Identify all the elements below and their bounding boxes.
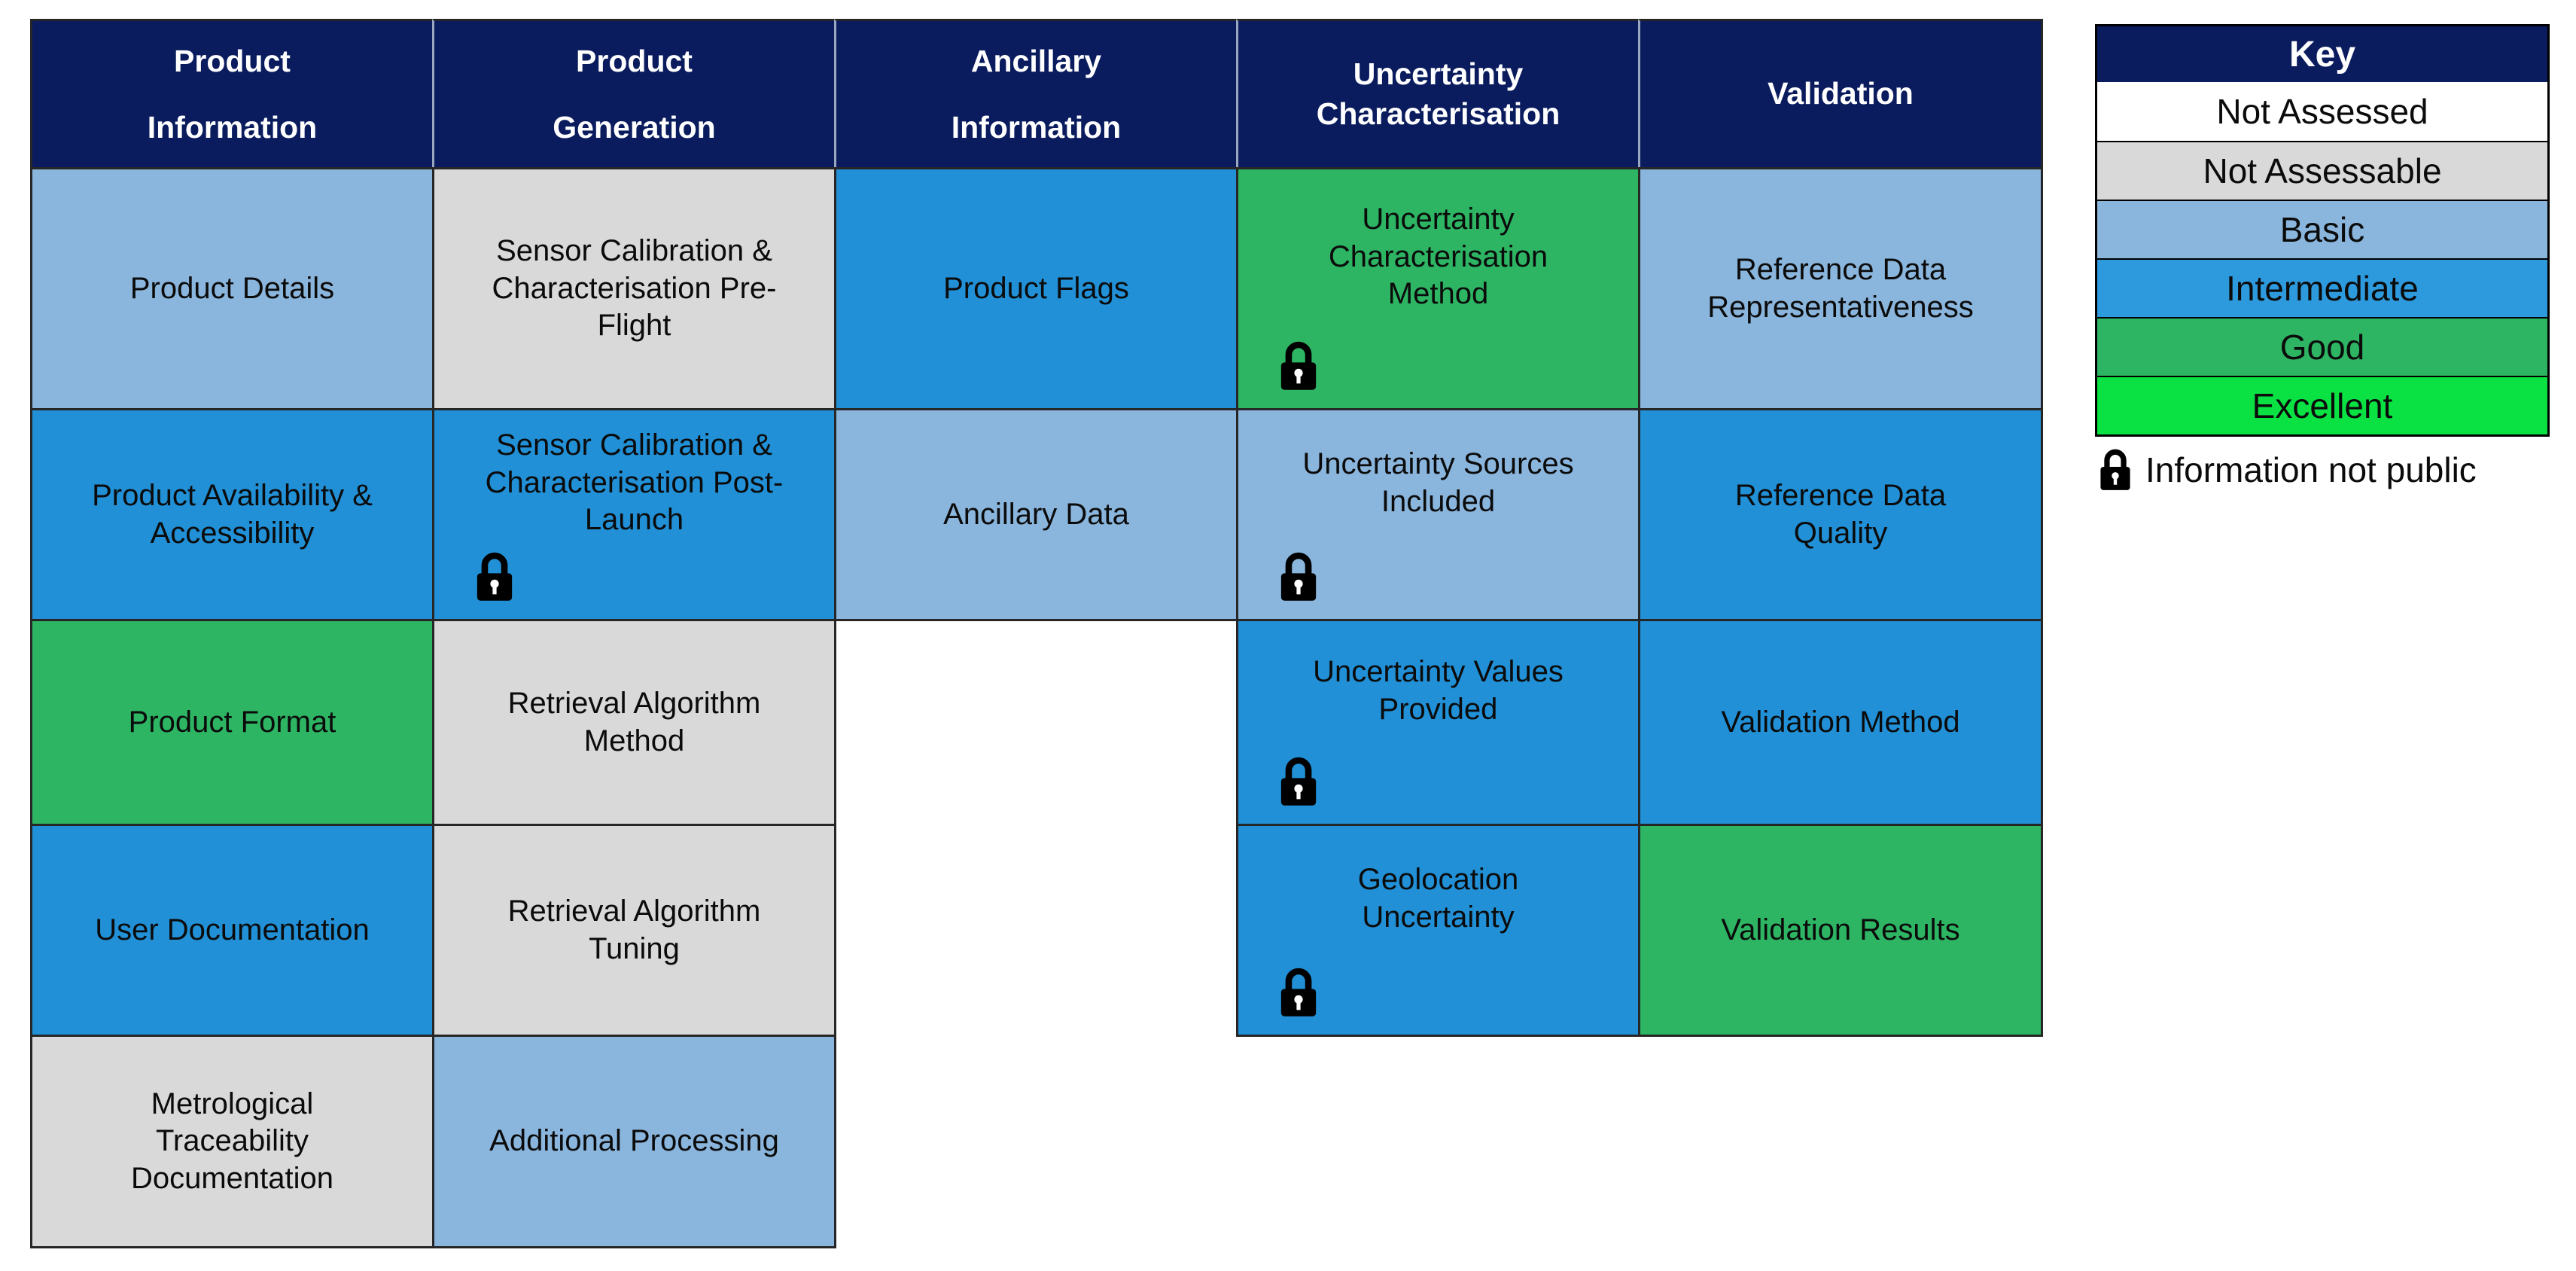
cell-validation-results: Validation Results: [1638, 824, 2043, 1037]
cell-metrological-traceability-documentation: Metrological Traceability Documentation: [30, 1035, 434, 1248]
lock-icon: [1277, 339, 1320, 393]
key-lock-legend-label: Information not public: [2145, 450, 2477, 489]
key-row-label: Not Assessable: [2203, 151, 2442, 190]
cell-label: Ancillary Data: [943, 497, 1129, 531]
cell-product-format: Product Format: [30, 619, 434, 826]
cell-label: Sensor Calibration & Characterisation Pr…: [492, 234, 777, 343]
cell-retrieval-algorithm-tuning: Retrieval Algorithm Tuning: [432, 824, 836, 1037]
key-row-good: Good: [2097, 317, 2547, 376]
cell-label: Retrieval Algorithm Tuning: [507, 894, 761, 965]
cell-label: Reference Data Representativeness: [1707, 252, 1974, 324]
cell-label: Uncertainty Characterisation Method: [1328, 203, 1548, 311]
header-label: Product Generation: [553, 43, 716, 145]
cell-label: Uncertainty Sources Included: [1302, 447, 1574, 518]
key-title-label: Key: [2288, 34, 2356, 75]
key-row-not-assessable: Not Assessable: [2097, 141, 2547, 200]
cell-label: Retrieval Algorithm Method: [507, 686, 761, 757]
cell-ancillary-data: Ancillary Data: [834, 408, 1238, 621]
lock-icon: [1277, 965, 1320, 1020]
key-row-label: Basic: [2279, 210, 2365, 249]
key-row-label: Excellent: [2252, 386, 2393, 425]
cell-sensor-calibration-pre-flight: Sensor Calibration & Characterisation Pr…: [432, 167, 836, 410]
cell-validation-method: Validation Method: [1638, 619, 2043, 826]
column-header-product-generation: Product Generation: [432, 19, 836, 169]
cell-reference-data-quality: Reference Data Quality: [1638, 408, 2043, 621]
key-lock-legend: Information not public: [2097, 447, 2477, 492]
key-row-not-assessed: Not Assessed: [2097, 82, 2547, 141]
cell-uncertainty-values-provided: Uncertainty Values Provided: [1236, 619, 1640, 826]
cell-product-details: Product Details: [30, 167, 434, 410]
column-header-product-information: Product Information: [30, 19, 434, 169]
cell-geolocation-uncertainty: Geolocation Uncertainty: [1236, 824, 1640, 1037]
cell-product-availability-accessibility: Product Availability & Accessibility: [30, 408, 434, 621]
cell-sensor-calibration-post-launch: Sensor Calibration & Characterisation Po…: [432, 408, 836, 621]
cell-label: Product Details: [129, 271, 335, 305]
cell-user-documentation: User Documentation: [30, 824, 434, 1037]
key-row-intermediate: Intermediate: [2097, 258, 2547, 317]
lock-icon: [1277, 550, 1320, 604]
cell-product-flags: Product Flags: [834, 167, 1238, 410]
key-row-basic: Basic: [2097, 200, 2547, 258]
cell-label: Validation Results: [1721, 913, 1960, 946]
cell-label: Additional Processing: [489, 1124, 779, 1158]
cell-label: Uncertainty Values Provided: [1313, 654, 1564, 726]
key-row-label: Intermediate: [2226, 269, 2419, 308]
cell-label: User Documentation: [95, 913, 370, 946]
cell-label: Sensor Calibration & Characterisation Po…: [485, 428, 784, 537]
header-label: Validation: [1768, 76, 1914, 111]
cell-uncertainty-sources-included: Uncertainty Sources Included: [1236, 408, 1640, 621]
cell-label: Validation Method: [1721, 705, 1960, 739]
cell-label: Geolocation Uncertainty: [1357, 862, 1519, 934]
key-row-excellent: Excellent: [2097, 376, 2547, 434]
header-label: Uncertainty Characterisation: [1316, 56, 1561, 131]
cell-label: Product Flags: [943, 271, 1129, 305]
lock-icon: [473, 550, 516, 604]
header-label: Product Information: [147, 43, 318, 145]
lock-icon: [1277, 754, 1320, 809]
cell-uncertainty-characterisation-method: Uncertainty Characterisation Method: [1236, 167, 1640, 410]
header-label: Ancillary Information: [951, 43, 1122, 145]
key-title: Key: [2097, 26, 2547, 82]
cell-reference-data-representativeness: Reference Data Representativeness: [1638, 167, 2043, 410]
cell-label: Metrological Traceability Documentation: [130, 1087, 334, 1195]
lock-icon: [2097, 447, 2133, 492]
cell-additional-processing: Additional Processing: [432, 1035, 836, 1248]
key-row-label: Not Assessed: [2216, 92, 2428, 131]
cell-label: Reference Data Quality: [1734, 478, 1947, 550]
column-header-validation: Validation: [1638, 19, 2043, 169]
cell-label: Product Availability & Accessibility: [92, 478, 373, 550]
column-header-ancillary-information: Ancillary Information: [834, 19, 1238, 169]
cell-retrieval-algorithm-method: Retrieval Algorithm Method: [432, 619, 836, 826]
column-header-uncertainty-characterisation: Uncertainty Characterisation: [1236, 19, 1640, 169]
key-panel: Key Not Assessed Not Assessable Basic In…: [2095, 24, 2550, 437]
key-row-label: Good: [2279, 328, 2365, 367]
cell-label: Product Format: [128, 705, 336, 739]
